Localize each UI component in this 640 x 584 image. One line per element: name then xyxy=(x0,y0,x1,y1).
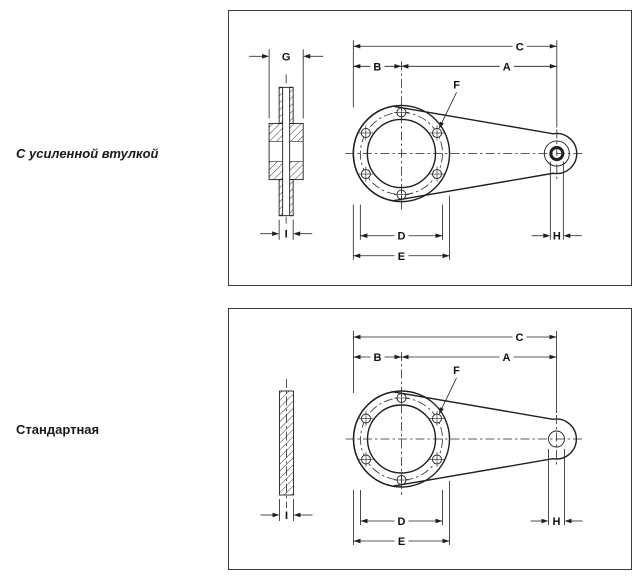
dim-label-i: I xyxy=(285,229,288,241)
dimension-I: I xyxy=(260,219,313,241)
dim-label-g: G xyxy=(282,51,291,63)
dimension-C: C xyxy=(353,330,557,413)
dim-label-a: A xyxy=(503,352,511,364)
dimension-B: B xyxy=(353,350,402,364)
figure-panel-standard: C B A F xyxy=(228,308,632,570)
drawing-reinforced: C B A F xyxy=(249,39,584,263)
dim-label-c: C xyxy=(516,41,524,53)
dim-label-b: B xyxy=(374,352,382,364)
figure-panel-reinforced: C B A F xyxy=(228,10,632,286)
side-view-reinforced-bushing xyxy=(268,74,304,228)
dimension-D: D xyxy=(360,490,443,528)
front-view-arm xyxy=(345,61,584,210)
dimension-H: H xyxy=(530,449,583,528)
dim-label-i: I xyxy=(285,510,288,522)
dimension-I: I xyxy=(260,499,313,522)
drawing-standard: C B A F xyxy=(260,330,584,548)
dimension-A: A xyxy=(401,350,557,364)
dim-label-c: C xyxy=(516,332,524,344)
front-view-arm xyxy=(345,352,584,495)
dimension-D: D xyxy=(359,204,443,243)
dimension-H: H xyxy=(531,161,582,243)
dim-label-e: E xyxy=(398,536,405,548)
dim-label-f: F xyxy=(453,79,460,91)
dimension-E: E xyxy=(352,195,450,263)
dimension-F: F xyxy=(438,365,460,415)
dim-label-d: D xyxy=(398,516,406,528)
bolt-holes xyxy=(358,390,445,488)
dimension-C: C xyxy=(352,39,558,128)
dimension-B: B xyxy=(353,59,402,74)
dim-label-h: H xyxy=(553,231,561,243)
dim-label-h: H xyxy=(553,516,561,528)
dimension-G: G xyxy=(249,49,324,119)
side-view-standard-plate xyxy=(279,379,294,511)
dimension-F: F xyxy=(438,79,460,129)
caption-standard: Стандартная xyxy=(16,422,100,437)
bolt-holes xyxy=(358,104,445,203)
dim-label-e: E xyxy=(398,251,405,263)
dimension-E: E xyxy=(353,481,450,548)
dim-label-a: A xyxy=(503,61,511,73)
dim-label-d: D xyxy=(397,231,405,243)
caption-reinforced: С усиленной втулкой xyxy=(16,146,159,161)
dim-label-f: F xyxy=(453,365,460,377)
dim-label-b: B xyxy=(373,61,381,73)
dimension-A: A xyxy=(401,59,557,74)
